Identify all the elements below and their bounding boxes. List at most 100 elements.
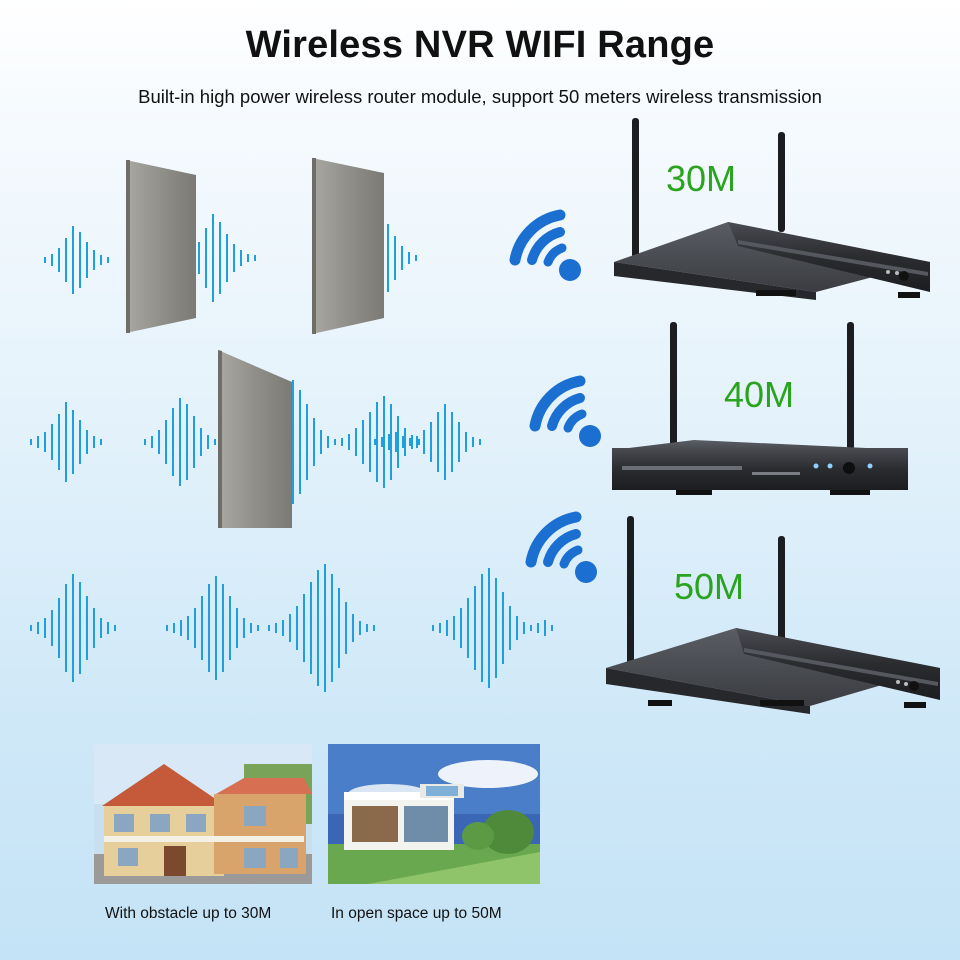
nvr-device-1 [614, 118, 930, 300]
wave-bar [93, 250, 95, 270]
wave-bar [495, 578, 497, 678]
wave-bar [240, 250, 242, 266]
wave-bar [544, 620, 546, 636]
wave-bar [254, 255, 256, 261]
wave-bar [186, 404, 188, 480]
wave-bar [247, 254, 249, 262]
wave-bar [306, 404, 308, 480]
wave-bar [37, 622, 39, 634]
wave-bar [187, 616, 189, 640]
wave-bar [144, 439, 146, 445]
wave-bar [51, 610, 53, 646]
wave-bar [114, 625, 116, 631]
wave-bar [430, 422, 432, 462]
obstacle-wall-1 [126, 160, 196, 333]
wave-bar [338, 588, 340, 668]
wave-bar [465, 432, 467, 452]
wave-bar [86, 430, 88, 454]
wave-bar [516, 616, 518, 640]
wave-bar [93, 608, 95, 648]
wifi-icon [525, 511, 597, 583]
wave-bar [51, 254, 53, 266]
wave-bar [173, 623, 175, 633]
wave-bar [474, 586, 476, 670]
page-subtitle: Built-in high power wireless router modu… [138, 86, 822, 107]
wave-bar [257, 625, 259, 631]
wave-bar [310, 582, 312, 674]
wave-bar [423, 430, 425, 454]
wave-bar [352, 614, 354, 642]
wave-bar [198, 242, 200, 274]
wave-bar [193, 416, 195, 468]
wave-bar [408, 252, 410, 264]
caption-obstacle: With obstacle up to 30M [105, 905, 272, 922]
caption-open-space: In open space up to 50M [331, 905, 502, 922]
wave-bar [299, 390, 301, 494]
wave-bar [317, 570, 319, 686]
wave-bar [107, 622, 109, 634]
wave-bar [467, 598, 469, 658]
wave-bar [345, 602, 347, 654]
wave-bar [219, 222, 221, 294]
wave-bar [37, 436, 39, 448]
wave-bar [334, 439, 336, 445]
wave-bar [179, 398, 181, 486]
wave-bar [51, 424, 53, 460]
wave-bar [30, 625, 32, 631]
wave-bar [397, 416, 399, 468]
wave-bar [86, 242, 88, 278]
open-space-photo [328, 744, 540, 884]
wave-bar [65, 402, 67, 482]
wave-bar [58, 598, 60, 658]
wave-bar [215, 576, 217, 680]
wave-bar [165, 420, 167, 464]
wave-bar [383, 396, 385, 488]
wave-bar [172, 408, 174, 476]
wifi-icon [509, 209, 581, 281]
wave-bar [453, 616, 455, 640]
wave-bar [194, 608, 196, 648]
wave-bar [214, 439, 216, 445]
wifi-icon [529, 375, 601, 447]
wave-bar [107, 257, 109, 263]
wave-bar [373, 625, 375, 631]
wave-bar [289, 614, 291, 642]
wave-bar [355, 428, 357, 456]
wave-bar [387, 224, 389, 292]
obstacle-wall-3 [218, 350, 292, 528]
wave-bar [409, 438, 411, 446]
wave-bar [296, 606, 298, 650]
wave-bar [275, 623, 277, 633]
wave-bar [401, 246, 403, 270]
wave-bar [341, 438, 343, 446]
wave-bar [58, 248, 60, 272]
wave-bar [390, 404, 392, 480]
wave-bar [30, 439, 32, 445]
wave-bar [437, 412, 439, 472]
house-photo [94, 744, 312, 884]
wave-bar [72, 574, 74, 682]
wave-bar [458, 422, 460, 462]
wave-bar [394, 236, 396, 280]
wave-bar [404, 428, 406, 456]
wave-bar [327, 436, 329, 448]
wave-bar [481, 574, 483, 682]
wave-bar [158, 430, 160, 454]
wave-bar [366, 624, 368, 632]
wave-bar [488, 568, 490, 688]
wave-bar [444, 404, 446, 480]
range-label-50m: 50M [674, 566, 745, 607]
wave-bar [86, 596, 88, 660]
wave-bar [502, 592, 504, 664]
wave-bar [460, 608, 462, 648]
wave-bar [479, 439, 481, 445]
page-title: Wireless NVR WIFI Range [245, 24, 715, 66]
wave-bar [432, 625, 434, 631]
wave-bar [551, 625, 553, 631]
wave-bar [411, 435, 413, 449]
wave-bar [303, 594, 305, 662]
wave-bar [100, 255, 102, 265]
wave-bar [376, 402, 378, 482]
